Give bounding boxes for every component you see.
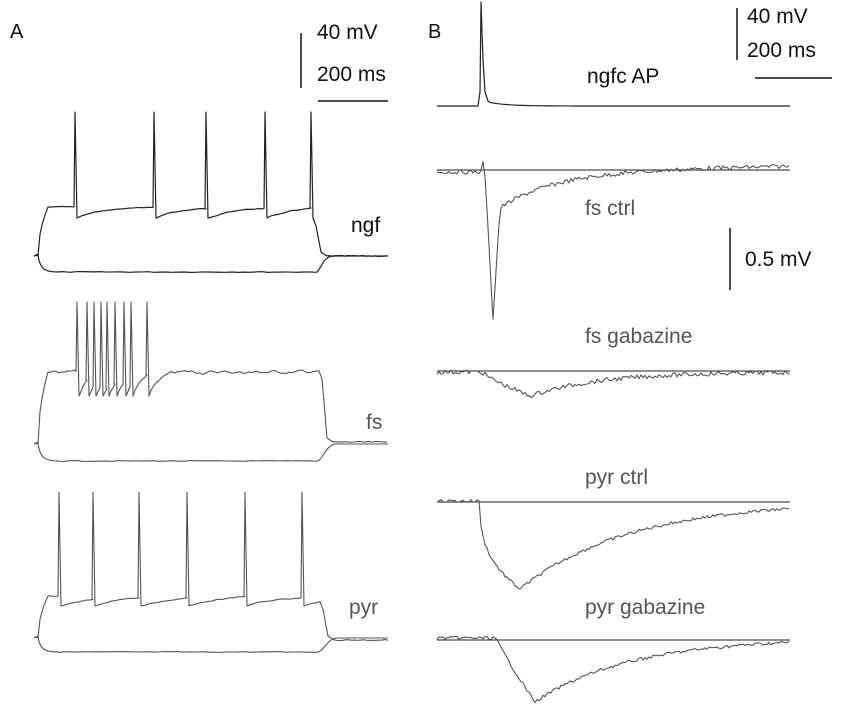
panel-b-scale-time: 200 ms — [747, 39, 816, 62]
fs-ctrl-trace — [436, 160, 790, 320]
fs-hyperpolarized-trace — [33, 442, 388, 462]
trace-label-ngfc-ap: ngfc AP — [587, 65, 660, 88]
trace-label-pyr-ctrl: pyr ctrl — [585, 466, 648, 489]
pyr-gabazine-trace — [436, 635, 790, 704]
trace-label-pyr-gabazine: pyr gabazine — [585, 596, 706, 619]
pyr-depolarized-trace — [33, 491, 389, 642]
panel-a-scale-voltage: 40 mV — [317, 21, 378, 44]
panel-a-scale-time: 200 ms — [317, 63, 386, 86]
panel-b-label: B — [428, 21, 442, 43]
panel-b-scale-psp: 0.5 mV — [745, 248, 812, 271]
ngf-depolarized-trace — [33, 111, 388, 258]
trace-label-fs: fs — [366, 411, 383, 434]
trace-label-fs-ctrl: fs ctrl — [585, 197, 636, 220]
fs-depolarized-trace — [33, 301, 388, 445]
ngfc-ap-trace — [437, 1, 790, 107]
fs-gabazine-trace — [436, 369, 790, 399]
pyr-ctrl-trace — [436, 498, 790, 590]
panel-a-label: A — [10, 21, 24, 43]
panel-b-scale-voltage: 40 mV — [747, 5, 808, 28]
pyr-hyperpolarized-trace — [33, 636, 388, 653]
trace-label-ngf: ngf — [351, 214, 381, 237]
trace-label-pyr: pyr — [349, 596, 379, 619]
trace-label-fs-gabazine: fs gabazine — [585, 325, 693, 348]
ngf-hyperpolarized-trace — [33, 254, 388, 273]
